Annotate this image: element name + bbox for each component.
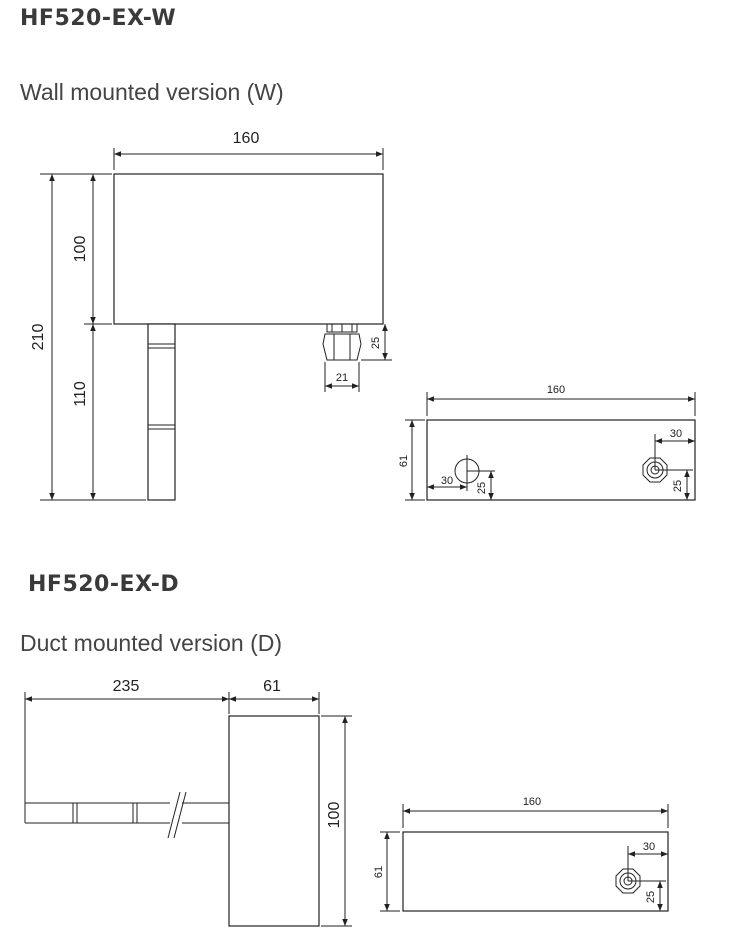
duct-rear-view: 160 61 30 25 [373, 796, 669, 912]
cable-gland [322, 323, 362, 361]
wall-title: HF520-EX-W [20, 6, 177, 31]
dim-wall-lower-height: 110 [72, 381, 89, 407]
duct-subtitle: Duct mounted version (D) [20, 630, 283, 656]
dim-gland-height: 25 [370, 337, 382, 349]
dim-duct-rear-width: 160 [523, 796, 541, 808]
dim-wall-rear-right-y: 25 [672, 480, 684, 492]
dim-duct-probe-length: 235 [113, 678, 140, 695]
wall-front-view: 160 210 100 110 25 21 [30, 130, 392, 501]
wall-rear-view: 160 61 30 25 30 25 [398, 384, 696, 501]
dim-duct-rear-height: 61 [373, 866, 385, 878]
duct-housing [228, 715, 320, 927]
wall-probe [147, 323, 176, 501]
dim-wall-width: 160 [233, 130, 260, 147]
duct-title: HF520-EX-D [28, 572, 180, 597]
dim-duct-rear-x: 30 [643, 841, 655, 853]
dim-wall-total-height: 210 [30, 324, 47, 351]
dim-wall-rear-width: 160 [547, 384, 565, 396]
dim-wall-rear-left-x: 30 [441, 475, 453, 487]
dim-duct-rear-y: 25 [645, 891, 657, 903]
dim-wall-upper-height: 100 [72, 236, 89, 263]
duct-probe [24, 791, 229, 839]
dim-duct-depth: 61 [263, 678, 281, 695]
dim-wall-rear-height: 61 [398, 455, 410, 467]
dim-wall-rear-right-x: 30 [670, 428, 682, 440]
dim-wall-rear-left-y: 25 [476, 482, 488, 494]
dim-duct-height: 100 [326, 802, 343, 829]
duct-side-view: 235 61 100 [24, 678, 352, 927]
wall-subtitle: Wall mounted version (W) [20, 79, 284, 105]
dim-gland-width: 21 [336, 372, 348, 384]
wall-housing [113, 173, 384, 325]
duct-rear-housing [402, 831, 669, 912]
